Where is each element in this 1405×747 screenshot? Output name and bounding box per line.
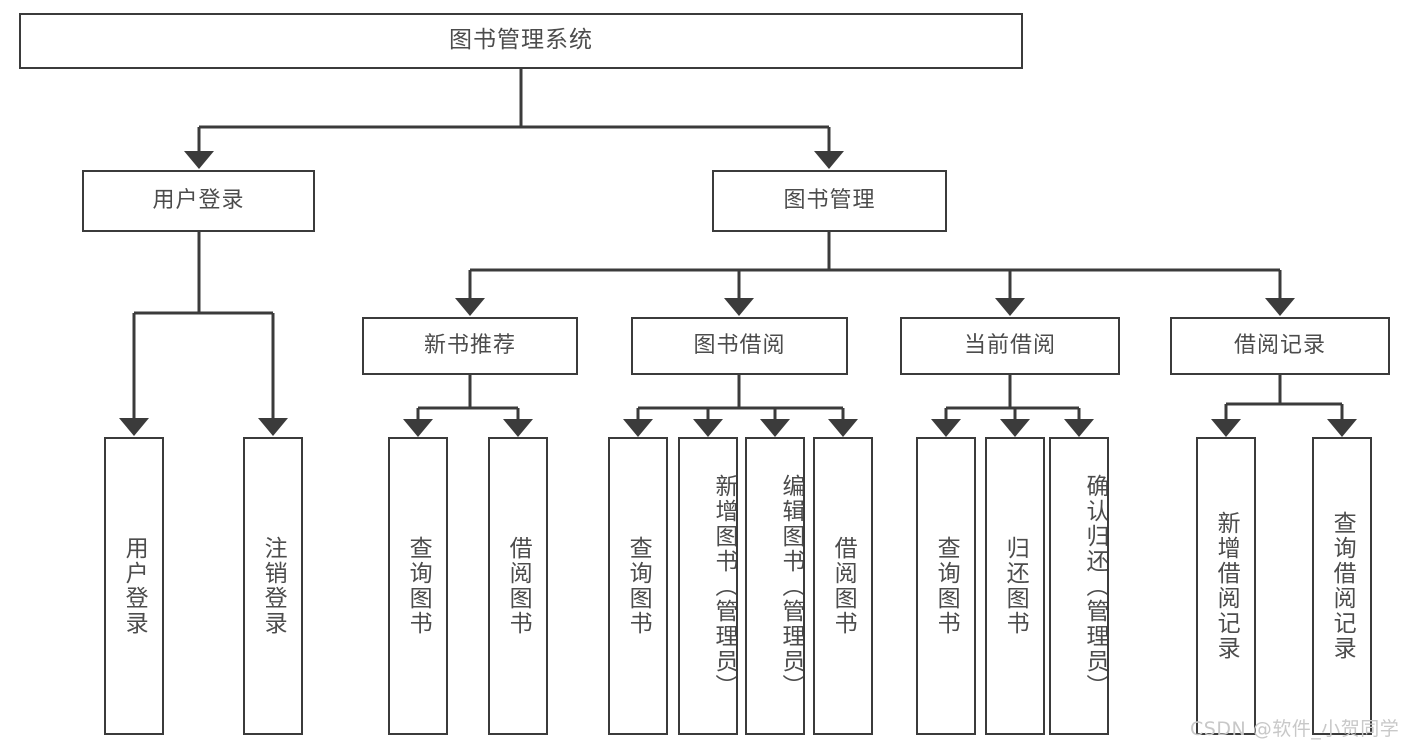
node-leaf-query-book-3[interactable]: 查询图书 xyxy=(916,437,976,735)
node-leaf-edit-book[interactable]: 编辑图书（管理员） xyxy=(745,437,805,735)
node-leaf-user-login[interactable]: 用户登录 xyxy=(104,437,164,735)
node-leaf-query-book-1[interactable]: 查询图书 xyxy=(388,437,448,735)
node-leaf-confirm-return[interactable]: 确认归还（管理员） xyxy=(1049,437,1109,735)
node-book-manage[interactable]: 图书管理 xyxy=(712,170,947,232)
node-book-borrow[interactable]: 图书借阅 xyxy=(631,317,848,375)
node-borrow-record[interactable]: 借阅记录 xyxy=(1170,317,1390,375)
node-leaf-borrow-book-1[interactable]: 借阅图书 xyxy=(488,437,548,735)
node-leaf-logout[interactable]: 注销登录 xyxy=(243,437,303,735)
csdn-watermark: CSDN @软件_小贺同学 xyxy=(1190,718,1400,740)
node-user-login[interactable]: 用户登录 xyxy=(82,170,315,232)
node-leaf-query-book-2[interactable]: 查询图书 xyxy=(608,437,668,735)
node-root[interactable]: 图书管理系统 xyxy=(19,13,1023,69)
node-current-borrow[interactable]: 当前借阅 xyxy=(900,317,1120,375)
node-new-book-rec[interactable]: 新书推荐 xyxy=(362,317,578,375)
node-leaf-query-record[interactable]: 查询借阅记录 xyxy=(1312,437,1372,735)
node-leaf-add-record[interactable]: 新增借阅记录 xyxy=(1196,437,1256,735)
node-leaf-return-book[interactable]: 归还图书 xyxy=(985,437,1045,735)
node-leaf-add-book[interactable]: 新增图书（管理员） xyxy=(678,437,738,735)
node-leaf-borrow-book-2[interactable]: 借阅图书 xyxy=(813,437,873,735)
